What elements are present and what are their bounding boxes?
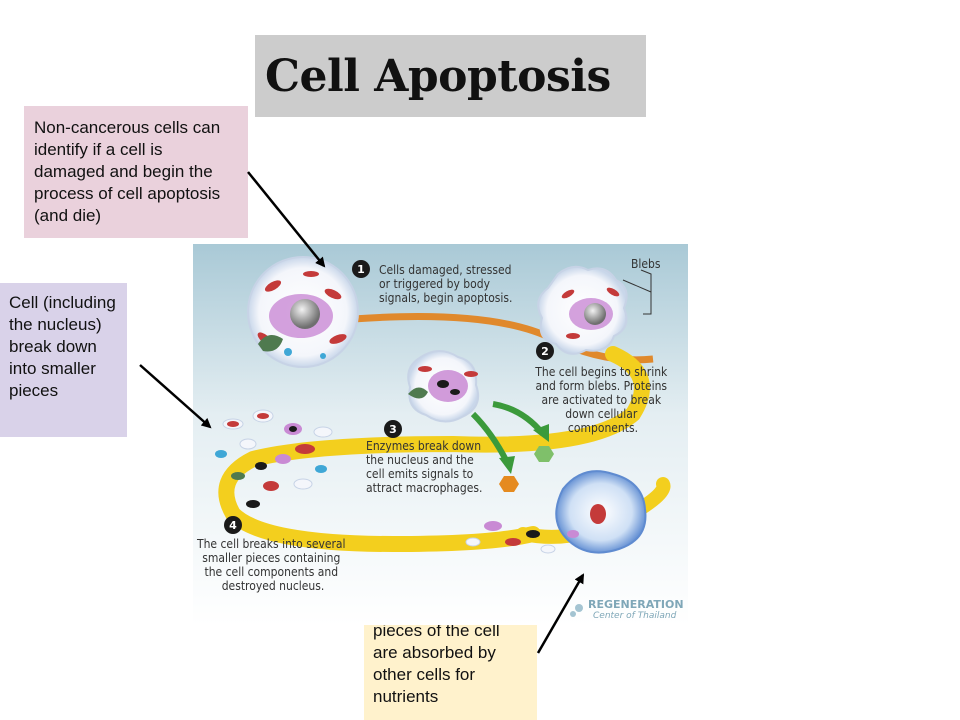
signal-hexagon-orange [499,476,519,492]
apoptosis-diagram: Blebs [193,244,688,625]
yellow-ring [218,346,650,553]
svg-text:2: 2 [541,345,549,358]
step-4-caption: The cell breaks into several smaller pie… [196,537,349,593]
cell-fragments [215,409,333,508]
step-3-caption: Enzymes break down the nucleus and the c… [366,439,484,495]
blebs-label: Blebs [631,257,661,271]
step-4-marker: 4 [224,516,242,534]
signal-hexagon-green [534,446,554,462]
svg-text:1: 1 [357,263,365,276]
note-cell-breakdown: Cell (including the nucleus) break down … [0,283,127,437]
svg-text:Center of Thailand: Center of Thailand [593,611,677,621]
arrow-to-macrophage [536,573,585,654]
step-1-marker: 1 [352,260,370,278]
healthy-cell [247,256,359,368]
blebbing-cell: Blebs [537,257,661,355]
step-2-marker: 2 [536,342,554,360]
title-box: Cell Apoptosis [255,35,646,117]
svg-text:3: 3 [389,423,397,436]
step-2-caption: The cell begins to shrink and form blebs… [534,365,670,435]
arrow-to-fragments [139,364,212,429]
fragments-near-macrophage [465,521,556,554]
regeneration-logo: REGENERATION Center of Thailand [570,598,684,621]
svg-text:REGENERATION: REGENERATION [588,598,684,611]
macrophage [555,470,647,554]
fragmenting-cell [407,350,480,423]
page-title: Cell Apoptosis [265,50,611,102]
step-3-marker: 3 [384,420,402,438]
step-1-caption: Cells damaged, stressed or triggered by … [379,263,515,305]
arrow-to-healthy-cell [247,171,326,268]
note-damaged-cells: Non-cancerous cells can identify if a ce… [24,106,248,238]
svg-text:4: 4 [229,519,237,532]
